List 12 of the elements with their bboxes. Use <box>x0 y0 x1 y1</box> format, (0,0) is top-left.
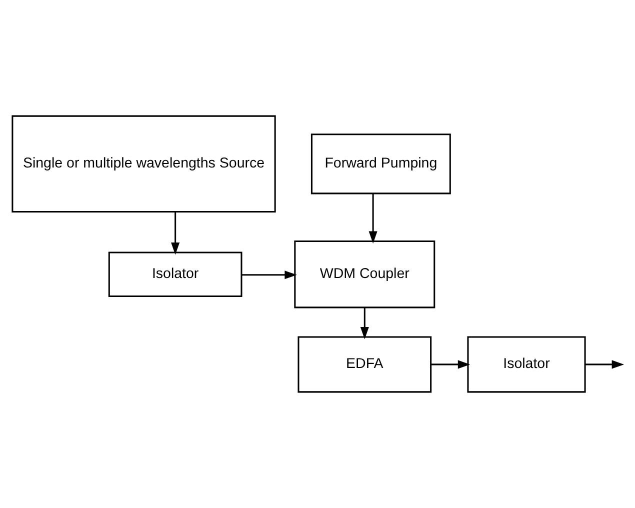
node-box: Isolator <box>108 252 242 297</box>
arrow <box>360 308 369 340</box>
node-box: Forward Pumping <box>310 134 451 194</box>
arrow <box>368 194 378 244</box>
node-box: Single or multiple wavelengths Source <box>12 115 276 213</box>
node-box: Isolator <box>467 336 586 393</box>
node-box: EDFA <box>298 336 432 393</box>
node-box: WDM Coupler <box>294 240 436 308</box>
arrow <box>171 212 180 255</box>
arrow <box>585 360 624 369</box>
arrow <box>242 270 297 280</box>
arrow <box>430 360 470 369</box>
